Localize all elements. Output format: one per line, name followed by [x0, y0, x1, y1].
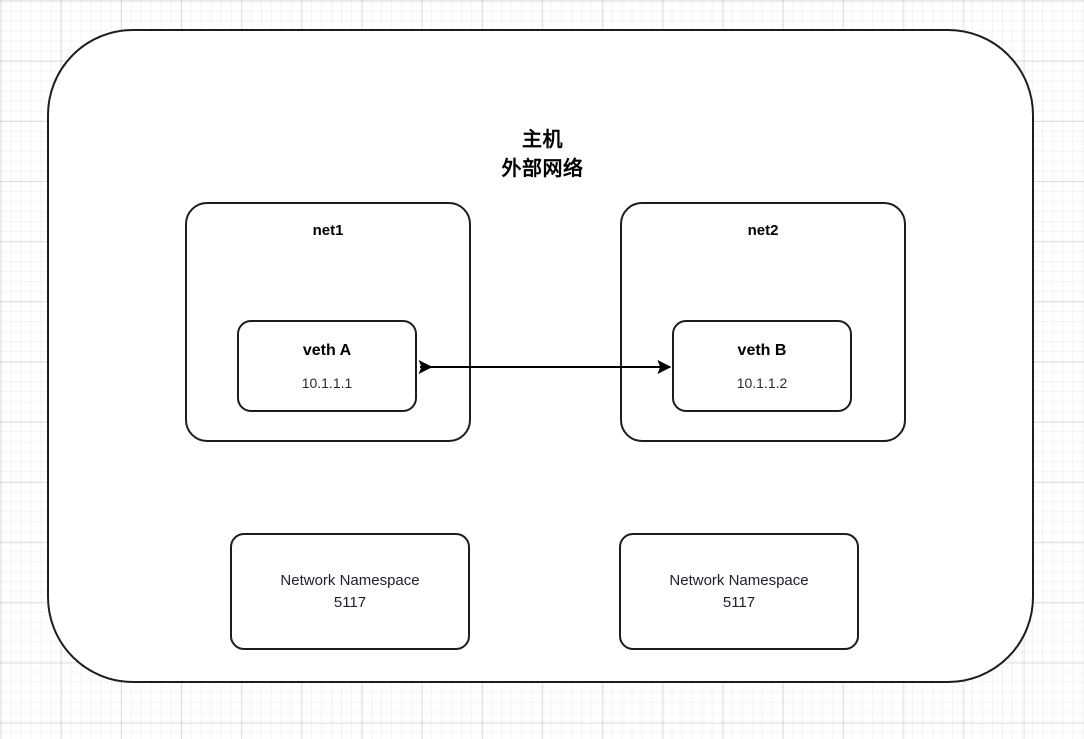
veth-b-ip: 10.1.1.2: [736, 374, 788, 391]
network-namespace-box-2[interactable]: Network Namespace 5117: [619, 533, 859, 650]
namespace-2-title: Network Namespace: [669, 571, 809, 589]
veth-a-box[interactable]: veth A 10.1.1.1: [237, 320, 417, 412]
host-title-line-1: 主机: [522, 129, 563, 151]
network-namespace-box-1[interactable]: Network Namespace 5117: [230, 533, 470, 650]
namespace-2-id: 5117: [722, 593, 756, 611]
net2-label: net2: [747, 222, 779, 239]
veth-b-name: veth B: [737, 341, 787, 359]
host-title-line-2: 外部网络: [501, 158, 584, 180]
namespace-1-title: Network Namespace: [280, 571, 420, 589]
veth-a-ip: 10.1.1.1: [301, 374, 353, 391]
namespace-1-id: 5117: [333, 593, 367, 611]
veth-a-name: veth A: [302, 341, 352, 359]
net1-label: net1: [312, 222, 344, 239]
host-title: 主机 外部网络: [49, 126, 1036, 184]
veth-b-box[interactable]: veth B 10.1.1.2: [672, 320, 852, 412]
